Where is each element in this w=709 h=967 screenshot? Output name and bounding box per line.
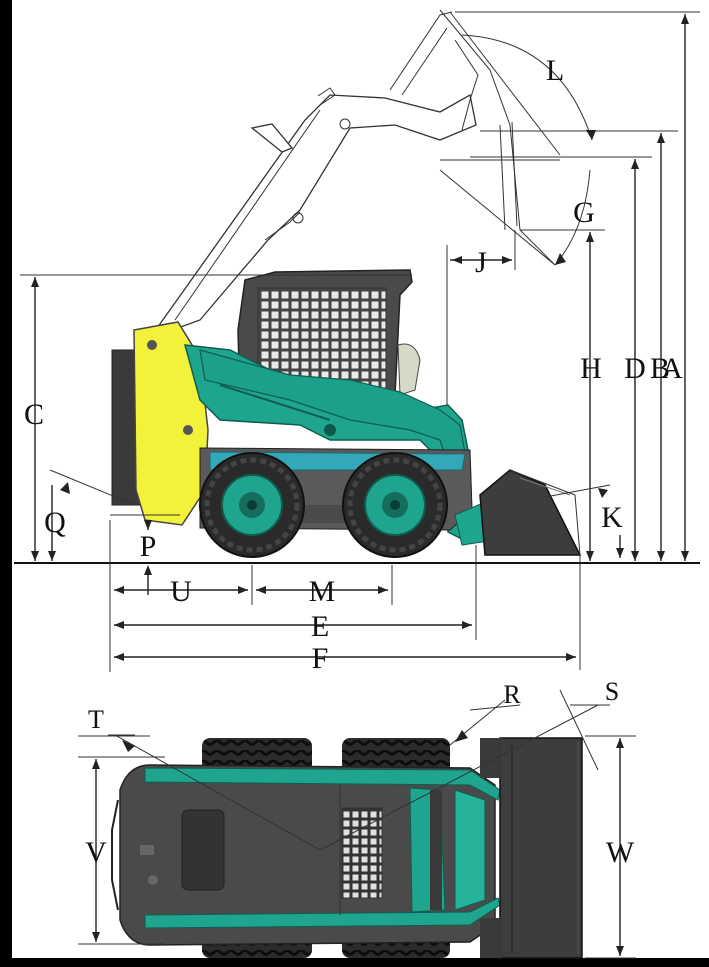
label-G: G <box>573 196 595 229</box>
label-R: R <box>503 680 521 709</box>
label-P: P <box>140 530 157 563</box>
label-H: H <box>580 352 602 385</box>
label-C: C <box>24 398 44 431</box>
bottom-border-bar <box>0 958 709 967</box>
bucket <box>479 469 582 556</box>
top-cab-mesh <box>341 807 383 899</box>
label-S: S <box>605 677 619 706</box>
raised-lift-arm-outline <box>148 9 556 340</box>
cab-guard-mesh <box>257 287 387 389</box>
top-view-labels: R S T V W <box>85 677 635 869</box>
label-A: A <box>661 352 683 385</box>
label-L: L <box>546 54 564 87</box>
label-Q: Q <box>44 506 66 539</box>
top-view <box>78 689 636 959</box>
label-K: K <box>601 501 623 534</box>
label-V: V <box>85 836 107 869</box>
label-B: B <box>650 352 670 385</box>
front-tire <box>342 452 448 558</box>
label-E: E <box>311 610 329 643</box>
top-bucket <box>499 737 583 959</box>
label-D: D <box>624 352 646 385</box>
label-F: F <box>312 642 329 675</box>
top-lift-arm-right <box>144 897 501 929</box>
side-view-labels: A B D H C Q P J K L G U M E F <box>24 54 683 675</box>
label-W: W <box>606 836 635 869</box>
label-T: T <box>88 705 104 734</box>
label-M: M <box>309 575 336 608</box>
left-border-bar <box>0 0 12 967</box>
label-J: J <box>475 246 487 279</box>
label-U: U <box>170 575 192 608</box>
rotation-arc-L <box>461 34 593 141</box>
top-lift-arm-left <box>144 767 501 801</box>
side-view <box>14 9 700 672</box>
rear-tire <box>199 452 305 558</box>
